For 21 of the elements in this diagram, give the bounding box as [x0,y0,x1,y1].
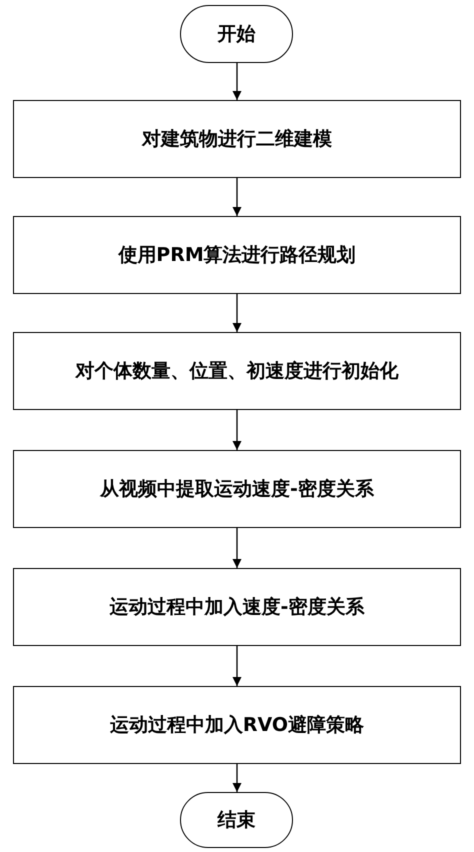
process-box [13,450,461,528]
node-text: 开始 [218,22,256,47]
node-text: 运动过程中加入RVO避障策略 [110,712,364,738]
arrow [232,294,242,332]
node-text: 结束 [218,808,256,833]
process-box [13,332,461,410]
process-box [13,216,461,294]
process-box [13,568,461,646]
node-text: 对个体数量、位置、初速度进行初始化 [76,358,398,384]
process-box [13,100,461,178]
arrow [232,528,242,568]
arrow [232,178,242,216]
node-text: 使用PRM算法进行路径规划 [118,242,356,268]
arrow [232,410,242,450]
arrow [232,646,242,686]
process-box [13,686,461,764]
node-text: 对建筑物进行二维建模 [142,126,332,152]
node-text: 从视频中提取运动速度-密度关系 [100,476,374,502]
arrow [232,764,242,792]
arrow [232,63,242,100]
node-text: 运动过程中加入速度-密度关系 [110,594,364,620]
